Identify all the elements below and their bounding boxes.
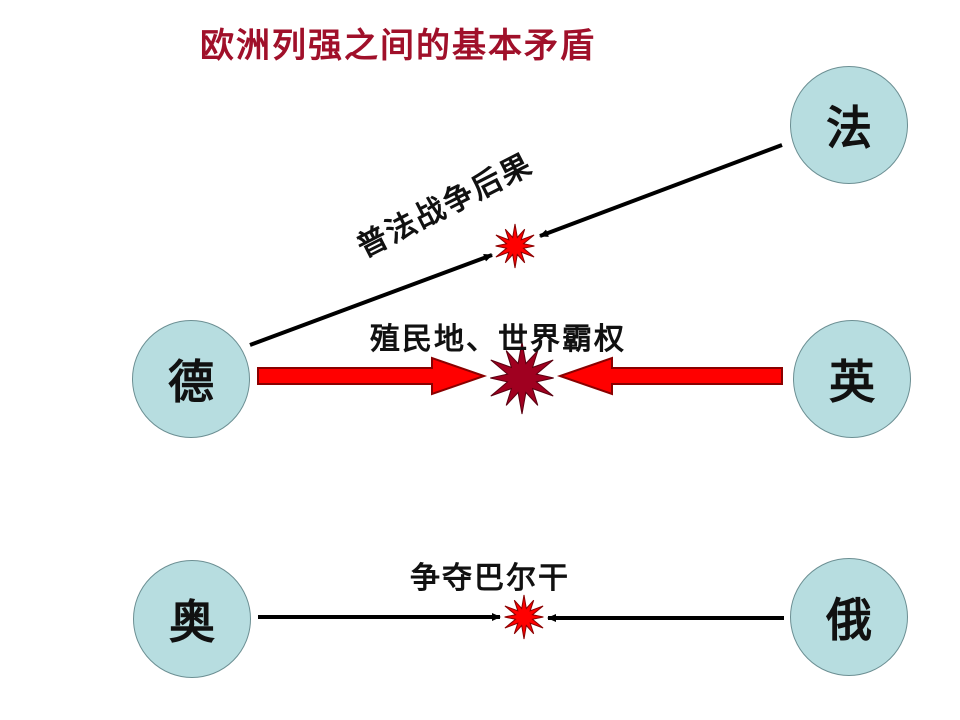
star-burst-icon	[495, 223, 535, 269]
label-ying-de-conflict: 殖民地、世界霸权	[370, 322, 626, 357]
label-ao-e-conflict: 争夺巴尔干	[410, 561, 570, 596]
node-ao: 奥	[133, 560, 251, 678]
big-arrow-ying	[556, 356, 783, 396]
star-burst-icon	[490, 341, 554, 415]
page-title: 欧洲列强之间的基本矛盾	[200, 26, 596, 66]
node-ying: 英	[793, 320, 911, 438]
star-burst-icon	[504, 594, 544, 640]
arrow-de-to-fa-conflict	[249, 253, 493, 347]
node-de: 德	[132, 320, 250, 438]
big-arrow-de	[257, 356, 488, 396]
node-e: 俄	[790, 558, 908, 676]
node-fa: 法	[790, 66, 908, 184]
arrow-fa-to-conflict	[539, 143, 783, 238]
